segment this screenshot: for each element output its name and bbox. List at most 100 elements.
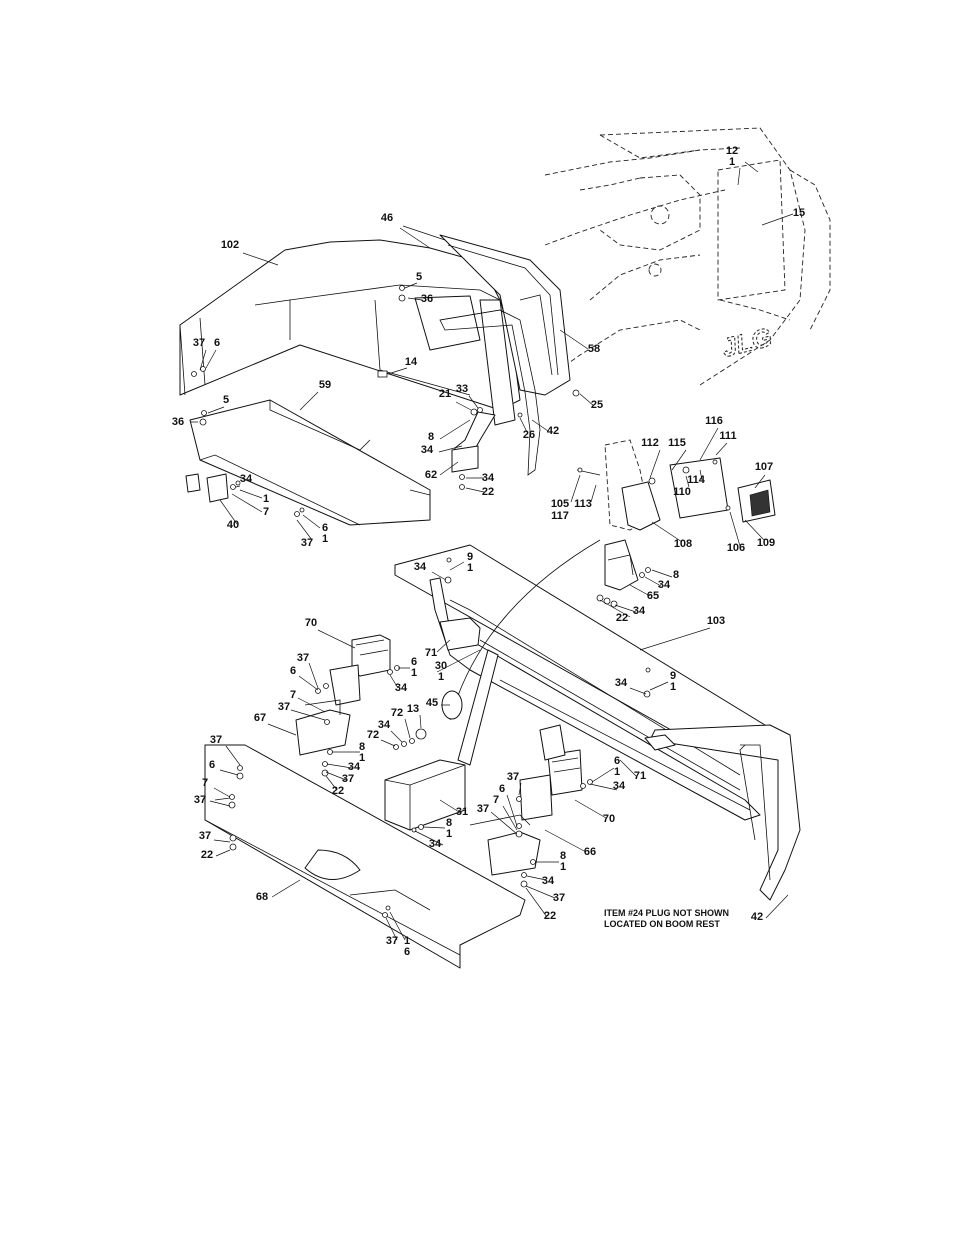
callout-label: 1: [614, 766, 620, 778]
callout-label: 71: [634, 770, 646, 782]
callout-label: 22: [332, 785, 344, 797]
callout-label: 34: [395, 682, 408, 694]
note-line-2: LOCATED ON BOOM REST: [604, 919, 720, 929]
callout-label: 105: [551, 498, 569, 510]
cylinder-45: [441, 649, 499, 766]
callout-label: 66: [584, 846, 596, 858]
callout-label: 21: [439, 388, 451, 400]
callout-label: 45: [426, 697, 438, 709]
callout-label: 116: [705, 415, 723, 427]
callout-label: 37: [477, 803, 489, 815]
bottom-cover-68: [204, 744, 526, 969]
callout-label: 34: [414, 561, 427, 573]
callout-label: 37: [342, 773, 354, 785]
callout-label: 34: [482, 472, 495, 484]
callout-label: 6: [209, 759, 215, 771]
boom-rest-bracket-65: [604, 539, 639, 591]
callout-label: 34: [421, 444, 434, 456]
callout-label: 37: [386, 935, 398, 947]
callout-label: 34: [633, 605, 646, 617]
callout-label: 6: [614, 755, 620, 767]
callout-label: 9: [467, 551, 473, 563]
callout-label: 112: [641, 437, 659, 449]
seal-42-upper: [439, 309, 541, 476]
callout-label: 6: [290, 665, 296, 677]
callout-label: 62: [425, 469, 437, 481]
callout-label: 8: [560, 850, 566, 862]
callout-label: 42: [547, 425, 559, 437]
callout-label: 102: [221, 239, 239, 251]
callout-label: 37: [301, 537, 313, 549]
callout-label: 67: [254, 712, 266, 724]
callout-label: 13: [407, 703, 419, 715]
callout-label: 8: [673, 569, 679, 581]
callout-label: 1: [467, 562, 473, 574]
callout-label: 72: [367, 729, 379, 741]
callout-label: 1: [438, 671, 444, 683]
callout-label: 109: [757, 537, 775, 549]
hardware-fasteners: [191, 285, 651, 918]
callout-label: 22: [201, 849, 213, 861]
callout-label: 36: [172, 416, 184, 428]
boom-rest-arc: [449, 539, 601, 721]
callout-label: 42: [751, 911, 763, 923]
callout-label: 108: [674, 538, 692, 550]
bracket-66: [469, 774, 553, 876]
callout-label: 115: [668, 437, 686, 449]
jlg-logo: JLG: [718, 321, 775, 363]
callout-label: 1: [359, 752, 365, 764]
bracket-40: [185, 473, 229, 503]
callout-label: 8: [428, 431, 434, 443]
callout-label: 46: [381, 212, 393, 224]
callout-label: 34: [658, 579, 671, 591]
callout-label: 37: [507, 771, 519, 783]
callout-label: 6: [499, 783, 505, 795]
callout-label: 8: [359, 741, 365, 753]
callout-label: 70: [603, 813, 615, 825]
callout-label: 6: [322, 522, 328, 534]
callout-label: 1: [404, 935, 410, 947]
callout-label: 58: [588, 343, 600, 355]
callout-label: 5: [416, 271, 422, 283]
callout-label: 30: [435, 660, 447, 672]
callout-label: 103: [707, 615, 725, 627]
callout-label: 34: [240, 473, 253, 485]
callout-label: 37: [199, 830, 211, 842]
callout-label: 36: [421, 293, 433, 305]
logo-text: JLG: [719, 322, 775, 363]
callout-label: 34: [615, 677, 628, 689]
callout-label: 33: [456, 383, 468, 395]
callout-label: 1: [670, 681, 676, 693]
callout-label: 6: [214, 337, 220, 349]
callout-label: 5: [223, 394, 229, 406]
callout-label: 72: [391, 707, 403, 719]
callout-label: 37: [553, 892, 565, 904]
housing-31: [384, 759, 466, 831]
callout-label: 37: [193, 337, 205, 349]
leader-lines: [190, 161, 794, 941]
callout-label: 9: [670, 670, 676, 682]
top-cover-102: [179, 239, 521, 426]
callout-label: 111: [719, 430, 736, 442]
callout-label: 1: [446, 828, 452, 840]
callout-label: 15: [793, 207, 805, 219]
bracket-70-left: [351, 617, 481, 677]
callout-label: 68: [256, 891, 268, 903]
callout-label: 37: [194, 794, 206, 806]
callout-label: 110: [673, 486, 691, 498]
bracket-71-right: [644, 734, 676, 751]
note-line-1: ITEM #24 PLUG NOT SHOWN: [604, 908, 729, 918]
callout-label: 113: [574, 498, 592, 510]
callout-label: 6: [404, 946, 410, 958]
callout-label: 31: [456, 806, 468, 818]
control-box-assembly: [576, 439, 776, 531]
callout-label: 14: [405, 356, 418, 368]
callout-label: 22: [482, 486, 494, 498]
callout-label: 7: [290, 689, 296, 701]
bracket-70-right: [539, 724, 583, 796]
callout-label: 1: [322, 533, 328, 545]
callout-label: 1: [263, 493, 269, 505]
callout-label: 37: [297, 652, 309, 664]
